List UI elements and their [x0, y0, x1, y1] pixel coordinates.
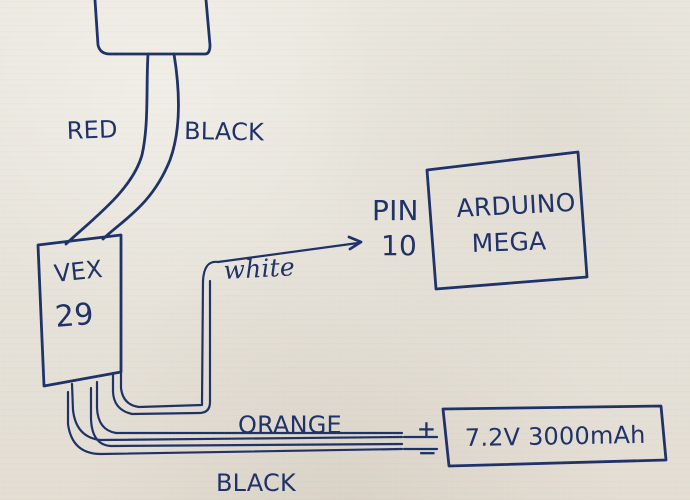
white-signal-arrowhead — [347, 235, 363, 251]
black-wire-label-top: BLACK — [184, 117, 265, 146]
battery-box — [441, 404, 668, 468]
battery-plus-label: + — [418, 412, 435, 445]
black-power-wire-offset — [89, 386, 404, 448]
white-signal-wire-inner — [111, 279, 212, 416]
red-wire-label: RED — [66, 115, 118, 145]
arduino-label-line-2: MEGA — [471, 226, 547, 258]
red-black-cable-left — [64, 52, 150, 246]
top-motor-body — [93, 0, 212, 56]
white-wire-label: white — [223, 252, 296, 285]
red-black-cable-right — [101, 52, 180, 241]
vex-label-line-1: VEX — [53, 255, 104, 288]
vex-label-line-2: 29 — [54, 297, 95, 335]
orange-wire-label: ORANGE — [238, 411, 342, 439]
black-wire-label-bottom: BLACK — [216, 469, 297, 497]
arduino-board-box — [425, 150, 589, 291]
battery-minus-label: − — [419, 436, 436, 469]
orange-power-wire-offset — [95, 380, 404, 435]
pin-number-label: 10 — [381, 229, 417, 262]
orange-power-wire — [70, 382, 404, 442]
battery-label: 7.2V 3000mAh — [465, 421, 646, 452]
arduino-label-line-1: ARDUINO — [456, 188, 577, 223]
white-signal-wire-outer — [119, 241, 360, 409]
pin-label: PIN — [372, 194, 419, 227]
black-power-wire — [66, 390, 404, 456]
